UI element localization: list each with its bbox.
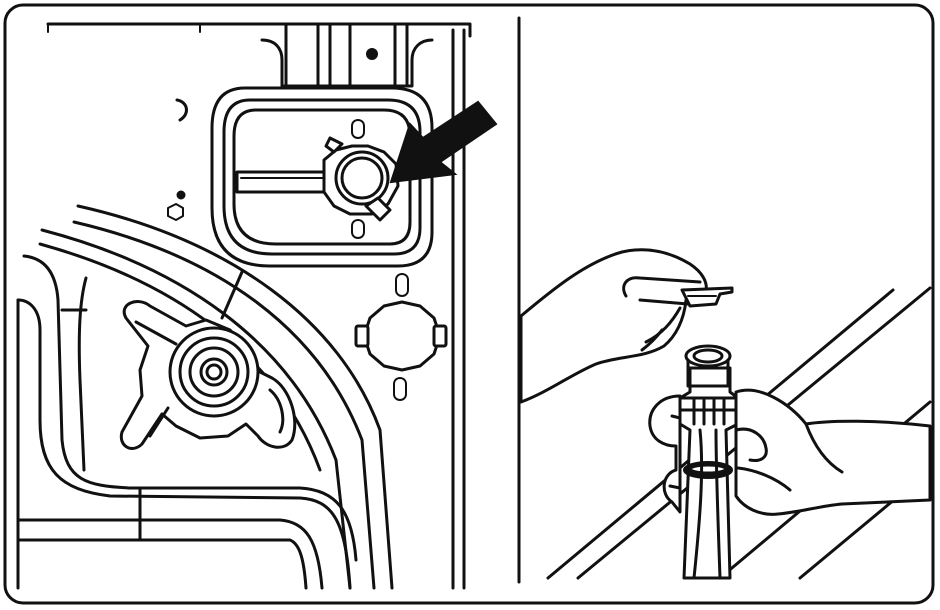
water-inlet-cross bbox=[119, 300, 297, 450]
hose-end bbox=[678, 344, 740, 580]
filter-screen-icon bbox=[680, 286, 734, 308]
hand-icon bbox=[519, 248, 708, 404]
arrow-icon bbox=[389, 100, 498, 184]
small-hole bbox=[176, 190, 186, 200]
figure-frame bbox=[3, 3, 935, 605]
outlet-recess-plate bbox=[210, 86, 434, 268]
hex-nut bbox=[167, 203, 184, 221]
clip-detail bbox=[175, 98, 188, 122]
left-panel bbox=[16, 22, 498, 590]
hose-connector-icon bbox=[322, 136, 400, 222]
top-bracket bbox=[260, 22, 434, 88]
left-lower-hand bbox=[648, 394, 682, 514]
lower-hand bbox=[734, 388, 932, 516]
curved-panel bbox=[16, 204, 394, 590]
side-fitting bbox=[354, 273, 448, 401]
right-panel bbox=[519, 248, 932, 580]
